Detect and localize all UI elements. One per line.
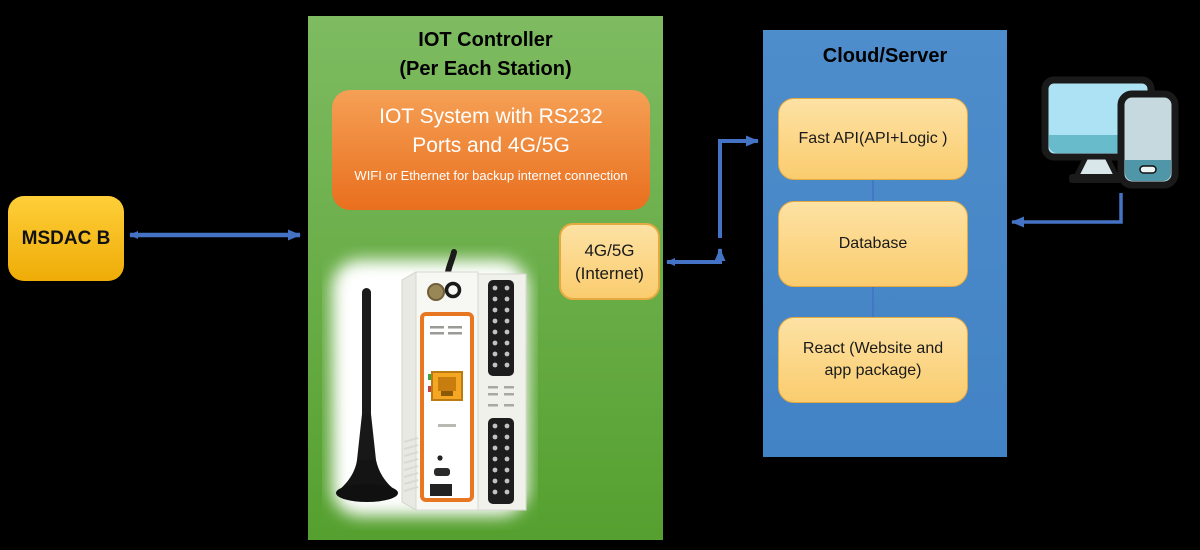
modem-label-line2: (Internet): [575, 263, 644, 283]
cloud-server-title: Cloud/Server: [822, 45, 948, 67]
device-photo-illustration: [332, 249, 528, 516]
usb-port: [434, 468, 450, 476]
arrow-devices-to-cloud: [1011, 193, 1123, 228]
iot-system-title-line1: IOT System with RS232: [379, 105, 603, 128]
iot-system-box-title: IOT System with RS232 Ports and 4G/5G: [332, 102, 650, 160]
reset-button: [437, 455, 443, 461]
modem-label-line1: 4G/5G: [584, 240, 635, 260]
client-devices: [1035, 73, 1185, 191]
panel-title-line2: (Per Each Station): [399, 58, 572, 80]
power-terminal: [430, 484, 452, 496]
client-devices-illustration: [1041, 76, 1179, 189]
iot-system-box-subtitle: WIFI or Ethernet for backup internet con…: [354, 168, 628, 183]
msdac-label: MSDAC B: [21, 227, 111, 249]
msdac-box: MSDAC B: [8, 196, 124, 281]
fastapi-box: Fast API(API+Logic ): [778, 98, 968, 180]
database-label: Database: [838, 235, 908, 252]
cloud-server-panel: Cloud/Server Fast API(API+Logic ) Databa…: [763, 30, 1007, 457]
react-label: React (Website and app package): [802, 340, 944, 379]
cellular-antenna-icon: [336, 288, 398, 502]
terminal-block-bottom: [488, 418, 514, 504]
iot-controller-device-photo: [322, 246, 538, 530]
iot-system-box: IOT System with RS232 Ports and 4G/5G WI…: [332, 90, 650, 210]
io-module: [477, 273, 527, 511]
front-faceplate: [420, 312, 474, 502]
smartphone-icon: [1117, 90, 1179, 189]
modem-box: 4G/5G (Internet): [559, 223, 660, 300]
fastapi-label: Fast API(API+Logic ): [798, 130, 948, 147]
led-labels: [488, 386, 514, 407]
arrow-modem-elbow-lower: [666, 248, 726, 266]
panel-title-line1: IOT Controller: [418, 29, 553, 51]
iot-system-title-line2: Ports and 4G/5G: [412, 134, 570, 157]
sma-connector: [427, 283, 445, 301]
react-box: React (Website and app package): [778, 317, 968, 403]
terminal-block-top: [488, 280, 514, 376]
iot-controller-panel: IOT Controller (Per Each Station) IOT Sy…: [308, 16, 663, 540]
controller-body: [401, 249, 527, 511]
iot-controller-panel-title: IOT Controller (Per Each Station): [308, 26, 663, 84]
arrow-modem-to-fastapi: [718, 135, 759, 238]
vent-ribs: [403, 437, 419, 492]
database-box: Database: [778, 201, 968, 287]
